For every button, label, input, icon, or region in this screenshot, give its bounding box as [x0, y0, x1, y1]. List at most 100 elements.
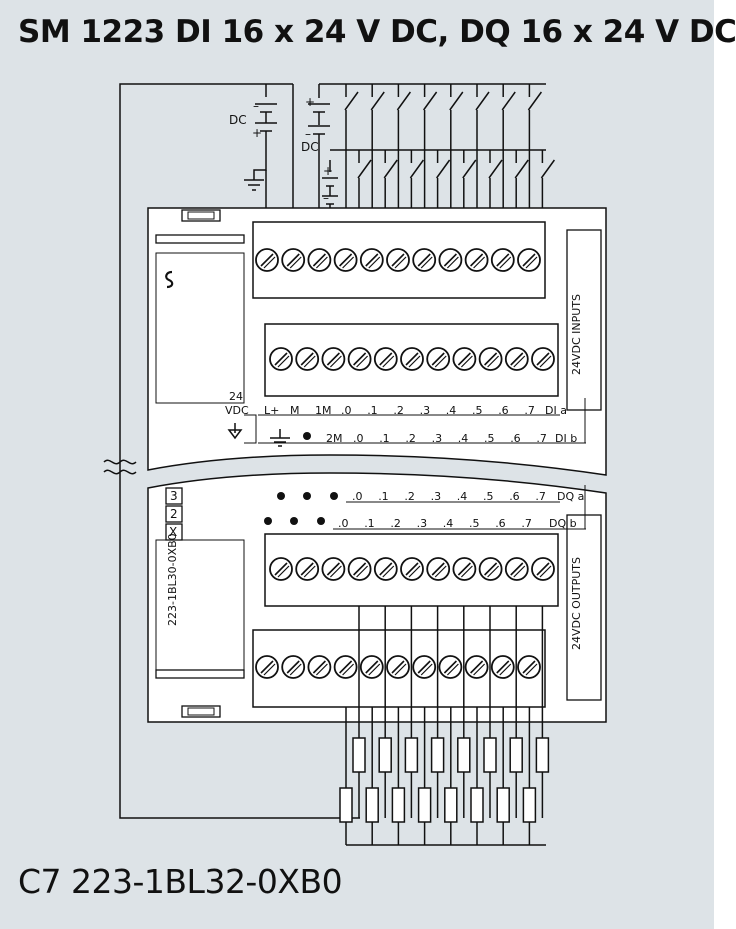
input-lower-terminal-screw	[452, 347, 477, 371]
load-resistor-b	[470, 787, 484, 823]
output-upper-terminal-screw	[504, 557, 529, 581]
voltage-label: 24	[229, 390, 243, 403]
dc-supply-left	[244, 84, 277, 191]
input-upper-terminal-screw	[333, 248, 358, 272]
output-loads	[339, 606, 550, 846]
m-label: M	[290, 404, 300, 417]
di-b-channel-label: .5	[484, 432, 495, 445]
dc-supply-third	[322, 160, 338, 232]
load-resistor-a	[457, 737, 471, 773]
break-symbol	[103, 459, 137, 475]
inputs-label: 24VDC INPUTS	[570, 294, 583, 375]
input-upper-terminal-screw	[490, 248, 515, 272]
dq-a-channel-label: .2	[404, 490, 415, 503]
input-upper-terminal-screw	[255, 248, 279, 272]
output-lower-terminal-screw	[464, 655, 489, 679]
input-upper-terminal-screw	[464, 248, 489, 272]
output-upper-terminal-screw	[426, 557, 451, 581]
input-upper-terminal-screw	[281, 248, 306, 272]
dq-b-tag: DQ b	[549, 517, 577, 530]
input-switch-b	[357, 159, 372, 179]
load-resistor-b	[496, 787, 510, 823]
input-switch-b	[462, 159, 477, 179]
input-switch-b	[540, 159, 556, 179]
terminal-blocks	[255, 248, 555, 679]
load-resistor-b	[444, 787, 458, 823]
load-resistor-a	[509, 737, 523, 773]
dq-b-channel-label: .7	[521, 517, 532, 530]
ground-icon	[270, 429, 290, 447]
di-a-channel-label: .7	[524, 404, 535, 417]
load-resistor-a	[404, 737, 419, 773]
dq-b-channel-label: .6	[495, 517, 506, 530]
di-b-channel-label: .6	[510, 432, 521, 445]
output-upper-terminal-screw	[295, 557, 320, 581]
input-lower-terminal-screw	[426, 347, 451, 371]
load-resistor-b	[339, 787, 353, 823]
input-switch-a	[501, 91, 516, 111]
input-upper-terminal-screw	[307, 248, 332, 272]
input-lower-terminal-screw	[531, 347, 555, 371]
dq-a-channel-label: .0	[352, 490, 363, 503]
connector-code-3: 3	[170, 489, 178, 503]
di-a-channel-label: .1	[367, 404, 378, 417]
dq-b-channel-label: .0	[338, 517, 349, 530]
input-switch-b	[383, 159, 398, 179]
input-switch-a	[370, 91, 385, 111]
input-lower-terminal-screw	[400, 347, 424, 371]
load-resistor-b	[391, 787, 406, 823]
input-lower-terminal-screw	[321, 347, 346, 371]
di-b-channel-label: .3	[432, 432, 443, 445]
di-b-channel-label: .4	[458, 432, 469, 445]
plus-sign: +	[305, 95, 315, 109]
dq-a-channel-label: .7	[535, 490, 546, 503]
dq-a-channel-label: .5	[483, 490, 494, 503]
module-part-label: 223-1BL30-0XB0	[166, 533, 179, 626]
input-switch-b	[514, 159, 529, 179]
di-a-channel-label: .3	[420, 404, 431, 417]
output-lower-terminal-screw	[281, 655, 306, 679]
dq-a-channel-label: .6	[509, 490, 520, 503]
input-lower-terminal-screw	[373, 347, 398, 371]
module-lower-part: 3 2 X 223-1BL30-0XB0 24VDC OUTPUTS DQ a …	[147, 472, 607, 723]
plus-sign: +	[323, 164, 333, 178]
di-b-channel-label: .0	[353, 432, 364, 445]
dq-b-channel-label: .5	[469, 517, 480, 530]
di-a-channel-label: .5	[472, 404, 483, 417]
channel-labels: .0.1.2.3.4.5.6.7.0.1.2.3.4.5.6.7.0.1.2.3…	[338, 404, 547, 530]
unused-terminal-dot	[303, 492, 311, 500]
output-upper-terminal-screw	[321, 557, 346, 581]
output-upper-terminal-screw	[478, 557, 503, 581]
dq-b-channel-label: .3	[417, 517, 428, 530]
page-title: SM 1223 DI 16 x 24 V DC, DQ 16 x 24 V DC	[18, 14, 736, 50]
input-upper-terminal-screw	[517, 248, 541, 272]
unused-terminal-dot	[290, 517, 298, 525]
unused-terminal-dot	[264, 517, 272, 525]
di-a-common-label: 1M	[315, 404, 332, 417]
load-resistor-a	[483, 737, 497, 773]
output-lower-terminal-screw	[490, 655, 515, 679]
connector-code-x: X	[169, 525, 177, 539]
order-number: C7 223-1BL32-0XB0	[18, 862, 343, 901]
di-b-common-label: 2M	[326, 432, 343, 445]
input-lower-terminal-screw	[347, 347, 372, 371]
di-b-channel-label: .7	[536, 432, 547, 445]
minus-sign: –	[305, 127, 311, 141]
input-lower-terminal-screw	[269, 347, 293, 371]
input-upper-terminal-screw	[359, 248, 384, 272]
di-b-channel-label: .2	[405, 432, 416, 445]
input-upper-terminal-screw	[386, 248, 410, 272]
dq-a-channel-label: .4	[457, 490, 468, 503]
input-switch-a	[344, 91, 359, 111]
dc-label-mid: DC	[301, 140, 319, 154]
output-lower-terminal-screw	[412, 655, 437, 679]
load-resistor-a	[535, 737, 550, 773]
input-lower-terminal-screw	[295, 347, 320, 371]
dq-b-channel-label: .2	[390, 517, 401, 530]
output-lower-terminal-screw	[333, 655, 358, 679]
load-resistor-a	[430, 737, 445, 773]
output-upper-terminal-screw	[373, 557, 398, 581]
output-upper-terminal-screw	[269, 557, 293, 581]
di-a-channel-label: .0	[341, 404, 352, 417]
dc-label-top: DC	[229, 113, 247, 127]
